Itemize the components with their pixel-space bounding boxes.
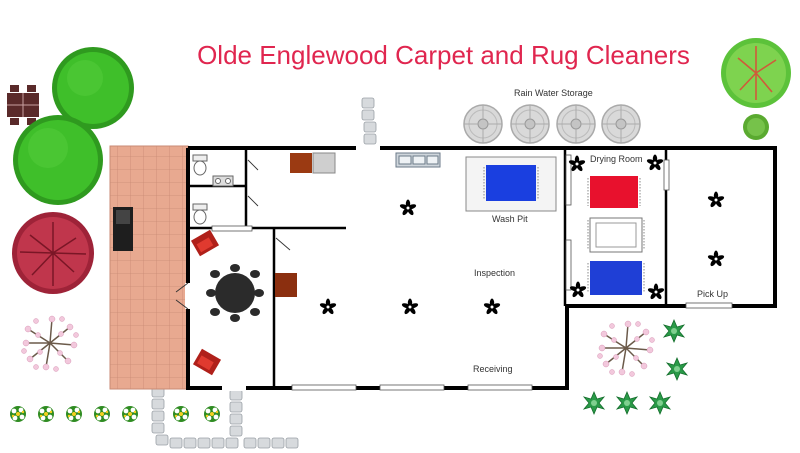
shrub-icon — [663, 319, 685, 343]
water-tank-icon — [510, 104, 550, 144]
tree-icon — [52, 47, 134, 129]
flower-icon — [173, 406, 189, 422]
drying-room-label: Drying Room — [590, 154, 643, 164]
flower-icon — [10, 406, 26, 422]
pick-up-label: Pick Up — [697, 289, 729, 299]
dining-table — [206, 264, 264, 322]
shrub-icon — [583, 391, 605, 415]
tree-icon — [13, 115, 103, 205]
armchair — [192, 348, 222, 376]
shrub-icon — [743, 114, 769, 140]
windows — [211, 154, 733, 391]
flower-icon — [122, 406, 138, 422]
patio — [109, 145, 189, 390]
tree-icon — [721, 38, 791, 108]
shrub-icon — [616, 391, 638, 415]
sink — [212, 175, 234, 187]
flower-icon — [596, 320, 656, 378]
inspection-label: Inspection — [474, 268, 516, 278]
water-tank-icon — [601, 104, 641, 144]
water-tank-icon — [463, 104, 503, 144]
toilet — [192, 154, 208, 176]
rug-icon — [587, 176, 641, 208]
outdoor-table — [7, 85, 39, 125]
wash-pit — [465, 156, 557, 212]
doors — [175, 145, 380, 391]
ceiling-fan-icon — [399, 199, 417, 217]
ceiling-fan-icon — [401, 298, 419, 316]
rug-icon — [587, 261, 645, 295]
flower-icon — [20, 315, 80, 373]
shrub-icon — [649, 391, 671, 415]
ceiling-fan-icon — [319, 298, 337, 316]
ceiling-fan-icon — [647, 283, 665, 301]
flower-icon — [94, 406, 110, 422]
appliance — [312, 152, 336, 174]
water-tank-icon — [556, 104, 596, 144]
receiving-label: Receiving — [473, 364, 513, 374]
ceiling-fan-icon — [569, 281, 587, 299]
flower-icon — [66, 406, 82, 422]
rain-water-storage-label: Rain Water Storage — [514, 88, 593, 98]
cabinet — [275, 273, 297, 297]
rug-icon — [587, 217, 645, 253]
ceiling-fan-icon — [707, 191, 725, 209]
flower-icon — [38, 406, 54, 422]
wash-pit-label: Wash Pit — [492, 214, 528, 224]
ceiling-fan-icon — [646, 154, 664, 172]
armchair — [190, 229, 220, 257]
flower-icon — [204, 406, 220, 422]
cabinet — [290, 153, 312, 173]
toilet — [192, 203, 208, 225]
ceiling-fan-icon — [483, 298, 501, 316]
page-title: Olde Englewood Carpet and Rug Cleaners — [197, 40, 690, 70]
utility-sink — [395, 152, 441, 168]
tree-icon — [12, 212, 94, 294]
building-walls — [186, 146, 777, 390]
shrub-icon — [666, 357, 688, 381]
grill — [113, 207, 133, 251]
ceiling-fan-icon — [707, 250, 725, 268]
